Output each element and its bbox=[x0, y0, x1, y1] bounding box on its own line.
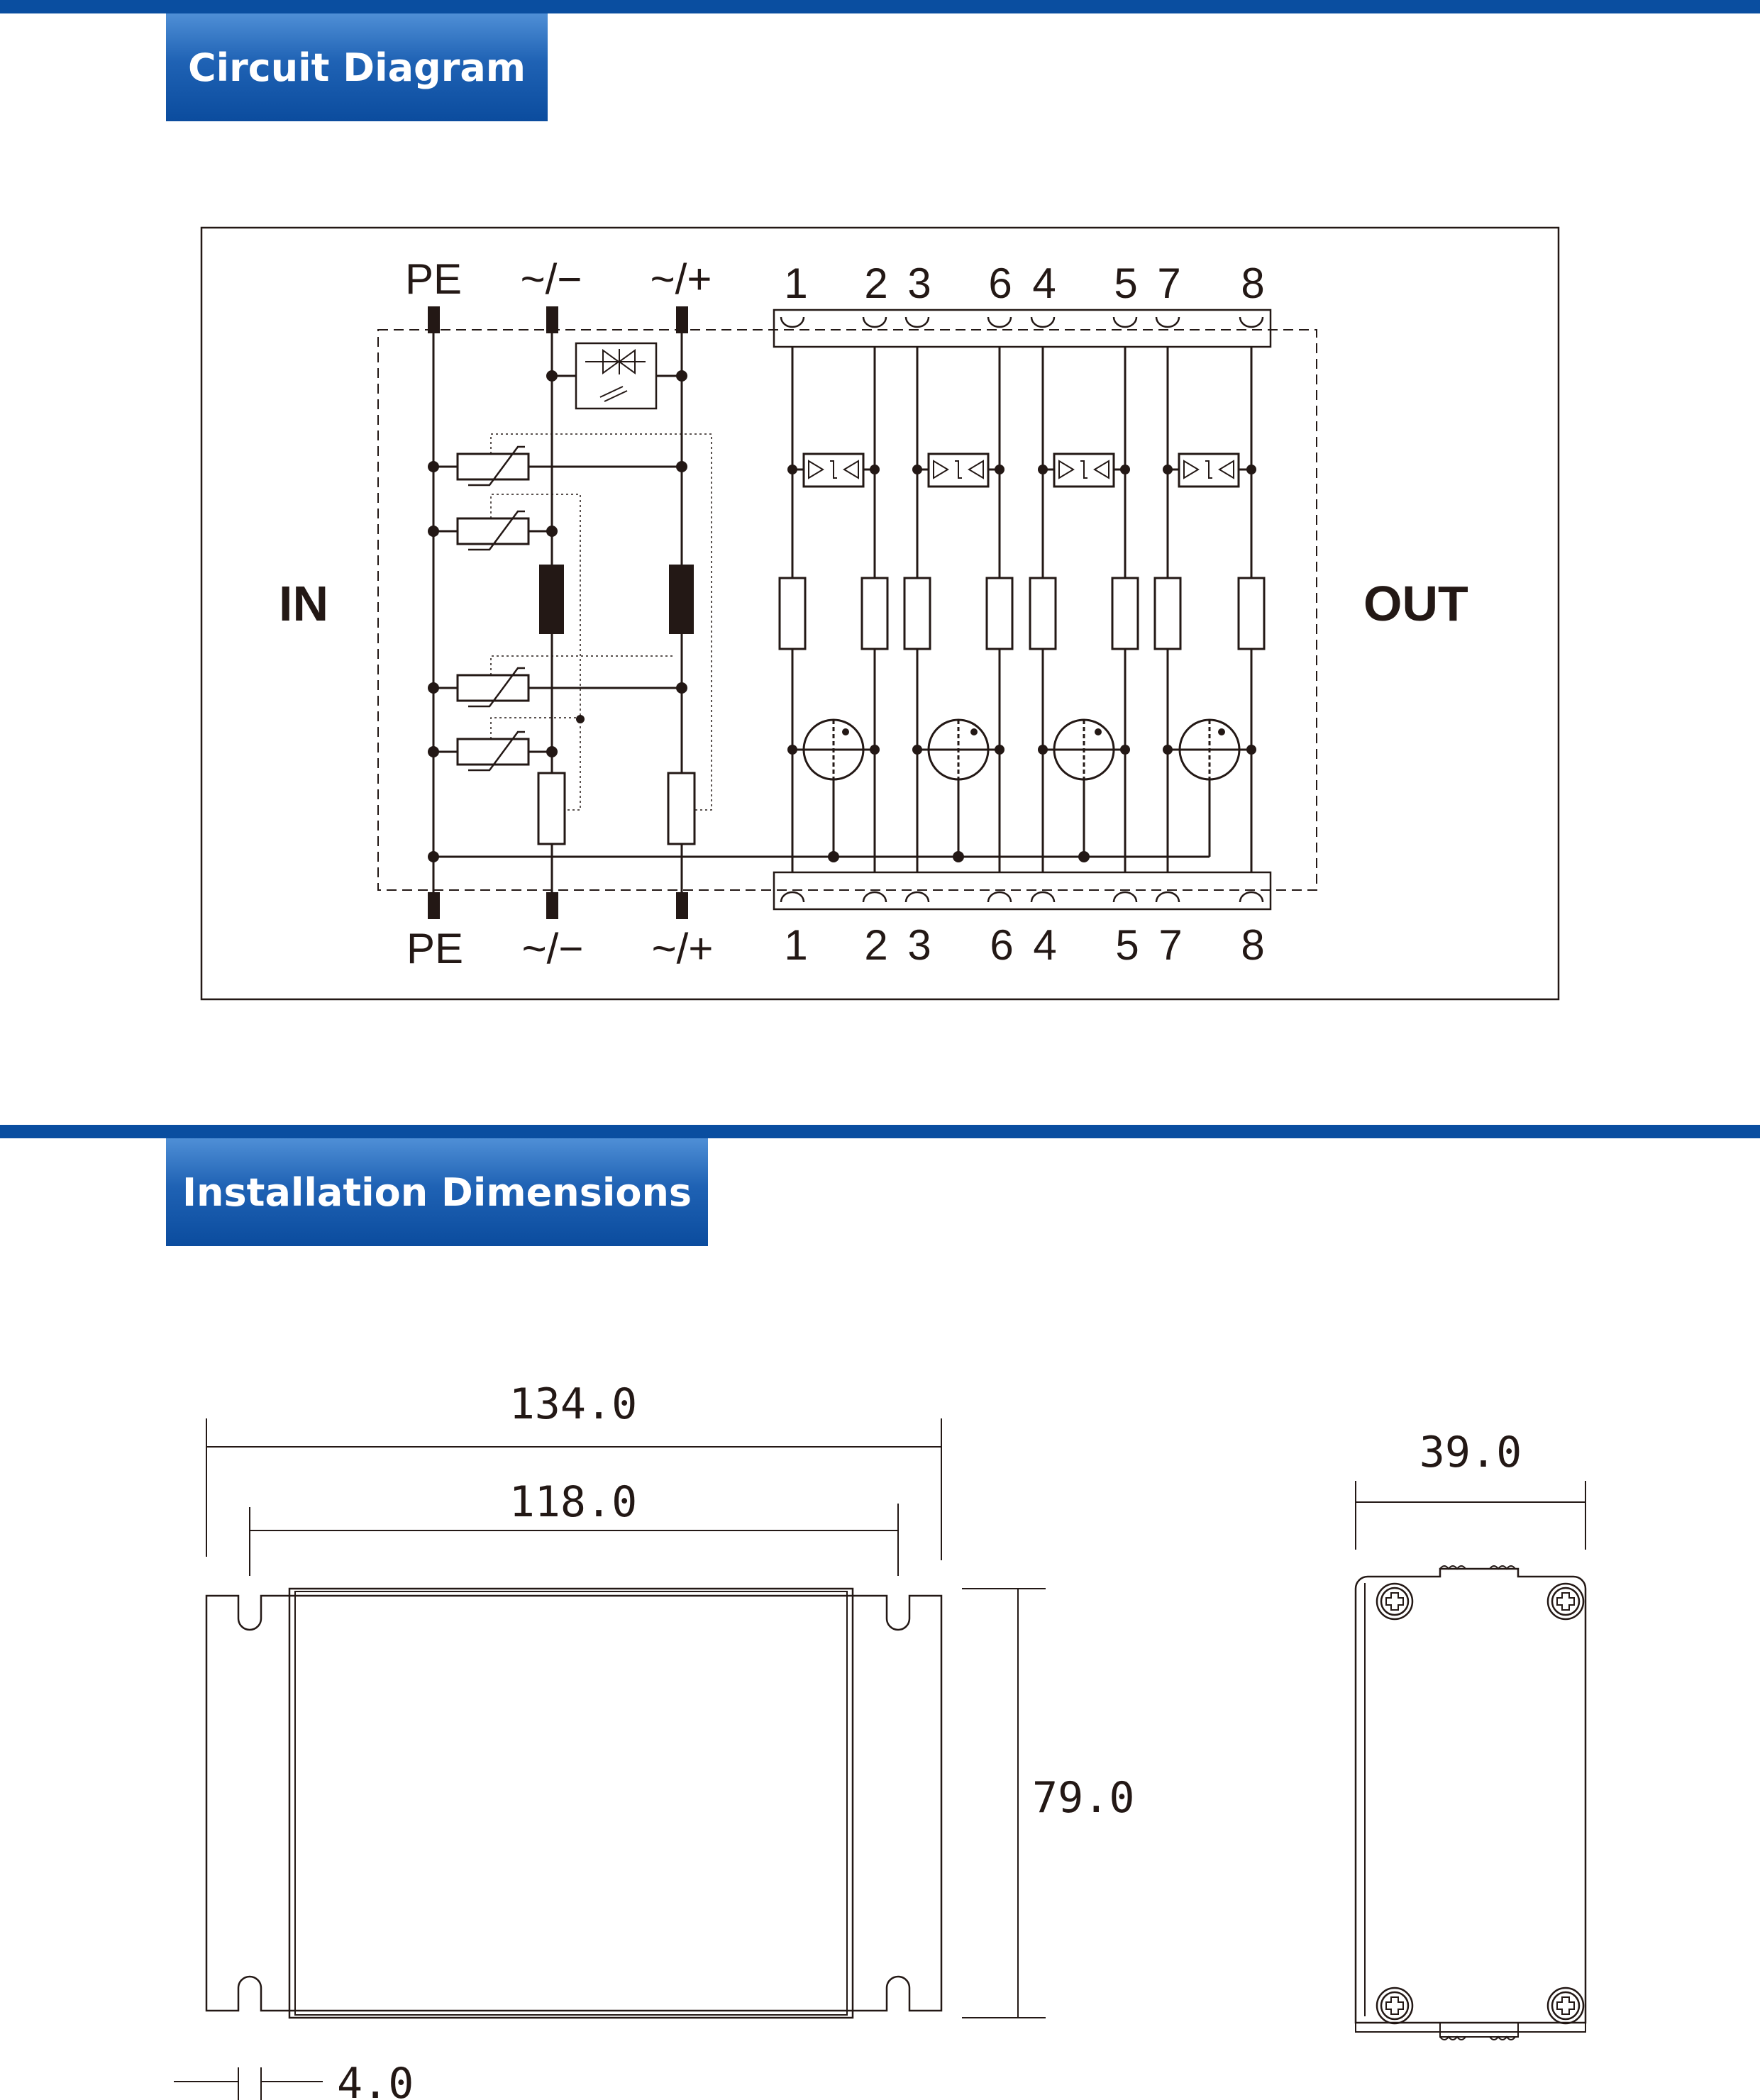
output-terminal-label: 4 bbox=[1033, 921, 1056, 969]
gdt-4 bbox=[1168, 718, 1251, 857]
input-terminal-label-minus-top: ~/− bbox=[521, 255, 582, 303]
output-terminal-label: 3 bbox=[907, 921, 931, 969]
circuit-diagram: IN OUT PE ~/− ~/+ PE ~/− ~/+ 1 2 3 6 4 5… bbox=[200, 226, 1560, 1001]
gdt-2 bbox=[917, 718, 1000, 857]
dim-overall-width: 134.0 bbox=[509, 1379, 638, 1429]
screw-icon bbox=[1546, 1987, 1585, 2025]
circuit-frame bbox=[200, 226, 1560, 1001]
input-terminal-label-plus-bottom: ~/+ bbox=[652, 925, 714, 972]
output-terminal-label: 7 bbox=[1157, 260, 1180, 307]
screw-icon bbox=[1546, 1582, 1585, 1621]
inductor-plus bbox=[669, 565, 694, 634]
output-terminal-label: 6 bbox=[988, 260, 1012, 307]
output-terminal-label: 8 bbox=[1241, 260, 1264, 307]
output-terminal-label: 3 bbox=[907, 260, 931, 307]
in-label: IN bbox=[279, 576, 328, 631]
front-view-outline bbox=[205, 1587, 943, 2019]
junction-dots-output bbox=[787, 465, 1256, 862]
junction-dots-input bbox=[428, 370, 687, 862]
output-terminal-label: 2 bbox=[864, 260, 887, 307]
section-title-circuit-diagram: Circuit Diagram bbox=[166, 13, 548, 121]
output-resistors bbox=[778, 577, 1266, 650]
output-terminal-label: 7 bbox=[1158, 921, 1182, 969]
section-title-installation-dimensions: Installation Dimensions bbox=[166, 1138, 708, 1246]
output-terminal-labels-top: 1 2 3 6 4 5 7 8 bbox=[784, 260, 1264, 307]
installation-dimensions: 134.0 118.0 79.0 4.0 39.0 bbox=[174, 1379, 1587, 2100]
screw-icon bbox=[1376, 1987, 1414, 2025]
gdt-3 bbox=[1043, 718, 1125, 857]
terminal-screw-arcs bbox=[780, 316, 1264, 903]
output-terminal-label: 8 bbox=[1241, 921, 1264, 969]
tvs-pair-2 bbox=[917, 452, 1000, 488]
output-terminal-label: 1 bbox=[784, 921, 807, 969]
screw-icons bbox=[1376, 1582, 1585, 2025]
output-terminal-labels-bottom: 1 2 3 6 4 5 7 8 bbox=[784, 921, 1264, 969]
section-band-middle bbox=[0, 1125, 1760, 1138]
varistors bbox=[433, 445, 682, 772]
resistor-minus bbox=[537, 772, 566, 845]
input-terminal-label-minus-bottom: ~/− bbox=[522, 925, 584, 972]
tvs-diode-module bbox=[552, 342, 682, 410]
dim-slot: 4.0 bbox=[337, 2059, 414, 2100]
output-terminal-label: 5 bbox=[1115, 921, 1139, 969]
output-terminal-label: 4 bbox=[1032, 260, 1056, 307]
tvs-pair-4 bbox=[1168, 452, 1251, 488]
input-terminal-label-pe-top: PE bbox=[405, 255, 462, 303]
inductor-minus bbox=[539, 565, 564, 634]
gdt-1 bbox=[792, 718, 875, 857]
resistor-plus bbox=[667, 772, 696, 845]
module-enclosure-dashed bbox=[377, 329, 1317, 891]
tvs-pair-3 bbox=[1043, 452, 1125, 488]
output-terminal-label: 5 bbox=[1114, 260, 1137, 307]
tvs-pair-1 bbox=[792, 452, 875, 488]
input-terminal-blocks bbox=[428, 306, 688, 919]
output-terminal-strip-top bbox=[773, 309, 1272, 348]
dim-height: 79.0 bbox=[1032, 1773, 1135, 1823]
dim-depth: 39.0 bbox=[1419, 1428, 1522, 1477]
section-band-top bbox=[0, 0, 1760, 13]
output-terminal-label: 1 bbox=[784, 260, 807, 307]
output-terminal-label: 6 bbox=[990, 921, 1013, 969]
input-terminal-label-pe-bottom: PE bbox=[406, 925, 463, 972]
side-view-outline bbox=[1354, 1565, 1587, 2040]
out-label: OUT bbox=[1363, 576, 1468, 631]
output-terminal-label: 2 bbox=[864, 921, 887, 969]
dim-mount-spacing: 118.0 bbox=[509, 1477, 638, 1527]
screw-icon bbox=[1376, 1582, 1414, 1621]
output-terminal-strip-bottom bbox=[773, 871, 1272, 911]
gas-discharge-tubes bbox=[792, 718, 1251, 857]
output-tvs-diodes bbox=[792, 452, 1251, 488]
input-terminal-label-plus-top: ~/+ bbox=[651, 255, 712, 303]
